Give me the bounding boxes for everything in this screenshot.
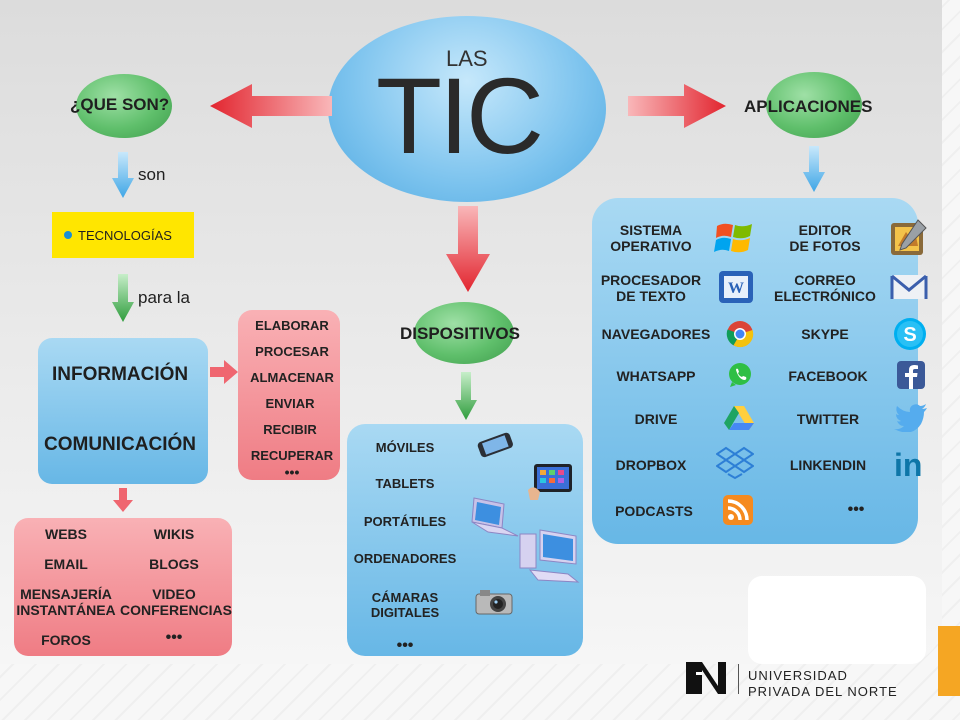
aplicaciones-oval: [766, 72, 862, 138]
app-sistema-operativo-1: SISTEMA: [619, 222, 683, 238]
arrow-left-red-icon: [210, 84, 332, 128]
tecnologias-label: TECNOLOGÍAS: [78, 228, 172, 243]
dispositivo-portatiles: PORTÁTILES: [363, 514, 447, 529]
info-comunicacion-box: [38, 338, 208, 484]
bullet-dot: [64, 231, 72, 239]
que-son-label: ¿QUE SON?: [70, 95, 170, 114]
photo-editor-icon: [891, 219, 927, 255]
windows-logo-icon: [714, 223, 752, 253]
smartphone-icon: [477, 432, 513, 458]
acciones-box: [238, 310, 340, 480]
whatsapp-icon: [729, 363, 751, 387]
logo-line1: UNIVERSIDAD: [748, 668, 848, 683]
arrow-right-red-icon: [628, 84, 726, 128]
servicio-wikis: WIKIS: [153, 526, 195, 542]
app-procesador-2: DE TEXTO: [616, 288, 686, 304]
logo-line2: PRIVADA DEL NORTE: [748, 684, 898, 699]
arrow-right-pink-icon: [210, 360, 238, 384]
aplicaciones-box: [592, 198, 918, 544]
linkedin-icon: in: [894, 448, 922, 480]
que-son-oval: [76, 74, 172, 138]
dispositivo-camaras-2: DIGITALES: [370, 605, 440, 620]
app-facebook: FACEBOOK: [788, 368, 868, 384]
servicios-more: •••: [165, 629, 183, 646]
app-correo-1: CORREO: [794, 272, 856, 288]
app-twitter: TWITTER: [796, 411, 860, 427]
accion-recibir: RECIBIR: [263, 422, 317, 437]
app-editor-fotos-1: EDITOR: [798, 222, 852, 238]
app-podcasts: PODCASTS: [615, 503, 693, 519]
university-logo-icon: [686, 662, 726, 694]
arrow-down-blue-icon: [112, 152, 134, 198]
accion-almacenar: ALMACENAR: [250, 370, 334, 385]
dropbox-icon: [716, 446, 754, 480]
central-tic: TIC: [376, 55, 544, 176]
servicio-email: EMAIL: [44, 556, 88, 572]
accion-elaborar: ELABORAR: [255, 318, 329, 333]
central-ellipse: [328, 16, 606, 202]
app-whatsapp: WHATSAPP: [616, 368, 696, 384]
app-navegadores: NAVEGADORES: [601, 326, 711, 342]
son-label: son: [138, 165, 166, 184]
servicio-foros: FOROS: [41, 632, 91, 648]
app-procesador-1: PROCESADOR: [600, 272, 702, 288]
aplicaciones-more: •••: [847, 501, 865, 518]
dispositivos-oval: [414, 302, 514, 364]
app-linkendin: LINKENDIN: [789, 457, 867, 473]
app-sistema-operativo-2: OPERATIVO: [610, 238, 692, 254]
svg-text:in: in: [894, 448, 922, 480]
app-dropbox: DROPBOX: [615, 457, 687, 473]
chrome-icon: [726, 321, 754, 348]
facebook-icon: [897, 361, 925, 389]
app-skype: SKYPE: [801, 326, 849, 342]
servicio-video-1: VIDEO: [152, 586, 196, 602]
app-drive: DRIVE: [634, 411, 678, 427]
dispositivos-title: DISPOSITIVOS: [400, 324, 520, 343]
tablet-icon: [528, 464, 572, 500]
servicios-box: [14, 518, 232, 656]
central-las: LAS: [446, 46, 488, 71]
informacion-label: INFORMACIÓN: [52, 364, 189, 385]
dispositivo-camaras-1: CÁMARAS: [371, 590, 439, 605]
servicio-mensajeria-1: MENSAJERÍA: [20, 586, 112, 602]
accion-procesar: PROCESAR: [255, 344, 329, 359]
accion-recuperar: RECUPERAR: [250, 448, 334, 463]
arrow-down-green-icon: [112, 274, 134, 322]
svg-text:S: S: [903, 324, 916, 346]
camera-icon: [475, 590, 513, 615]
dispositivos-more: •••: [396, 637, 414, 654]
twitter-icon: [894, 404, 927, 432]
comunicacion-label: COMUNICACIÓN: [44, 434, 196, 455]
dispositivo-tablets: TABLETS: [375, 476, 435, 491]
google-drive-icon: [724, 406, 754, 430]
blank-card: [748, 576, 926, 664]
servicio-mensajeria-2: INSTANTÁNEA: [16, 602, 116, 618]
app-editor-fotos-2: DE FOTOS: [789, 238, 861, 254]
desktop-computer-icon: [519, 529, 580, 583]
servicio-video-2: CONFERENCIAS: [120, 602, 233, 618]
arrow-down-pink-icon: [113, 488, 133, 512]
servicio-webs: WEBS: [45, 526, 87, 542]
logo-orange-bar: [938, 626, 960, 696]
para-la-label: para la: [138, 288, 190, 307]
arrow-down-red-icon: [446, 206, 490, 292]
laptop-icon: [471, 497, 519, 537]
word-processor-icon: W: [719, 271, 753, 303]
dispositivo-moviles: MÓVILES: [375, 440, 435, 455]
arrow-down-blue-icon: [803, 146, 825, 192]
rss-podcast-icon: [723, 495, 753, 525]
accion-enviar: ENVIAR: [265, 396, 315, 411]
aplicaciones-title: APLICACIONES: [744, 97, 873, 116]
app-correo-2: ELECTRÓNICO: [774, 288, 876, 304]
dispositivo-ordenadores: ORDENADORES: [353, 551, 457, 566]
tecnologias-box: [52, 212, 194, 258]
skype-icon: S: [894, 318, 926, 350]
logo-divider: [738, 664, 739, 694]
email-icon: [890, 274, 928, 299]
servicio-blogs: BLOGS: [149, 556, 199, 572]
acciones-more: •••: [284, 464, 300, 480]
arrow-down-green-icon: [455, 372, 477, 420]
svg-text:W: W: [728, 280, 744, 297]
